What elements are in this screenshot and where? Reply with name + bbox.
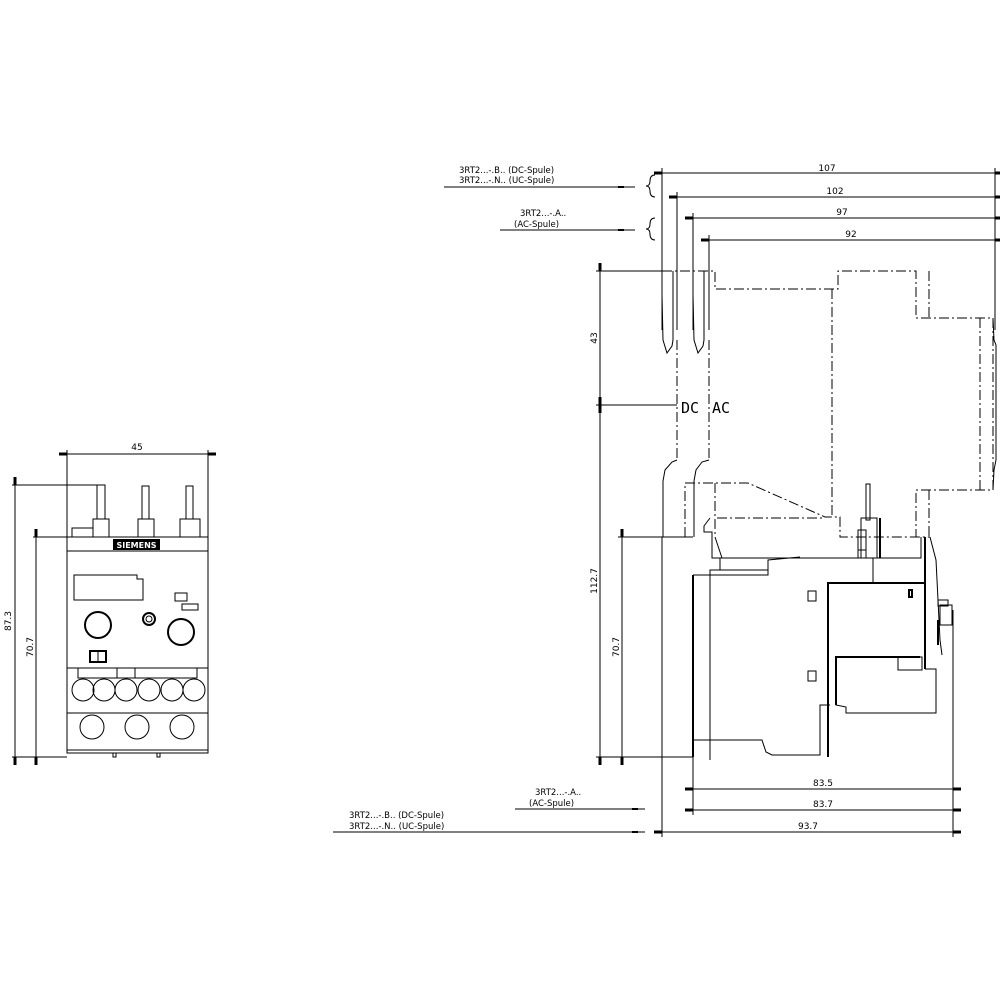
- dim-83-5: 83.5: [813, 779, 833, 789]
- top-notes: 3RT2...-.B.. (DC-Spule) 3RT2...-.N.. (UC…: [444, 166, 656, 241]
- dc-label: DC: [681, 399, 699, 417]
- note-ac-coil-code: 3RT2...-.A..: [520, 209, 566, 219]
- front-view: 45 87.3 70.7 SIEMENS: [4, 443, 216, 765]
- note-ac-coil: (AC-Spule): [514, 220, 559, 230]
- note-dc-coil: 3RT2...-.B.. (DC-Spule): [459, 166, 554, 176]
- side-dimensions-vertical: 43 112.7 70.7 DC AC: [590, 263, 730, 765]
- ac-label: AC: [712, 399, 730, 417]
- note-ac-coil-bottom: (AC-Spule): [529, 799, 574, 809]
- dim-83-7: 83.7: [813, 800, 833, 810]
- test-button: [142, 612, 156, 626]
- note-uc-coil-bottom: 3RT2...-.N.. (UC-Spule): [349, 822, 444, 832]
- dim-112-7: 112.7: [590, 568, 600, 594]
- reset-button: [84, 611, 112, 639]
- aux-terminal-screws: [71, 678, 206, 702]
- main-terminal-screws: [79, 714, 195, 740]
- siemens-logo-plate: [113, 539, 160, 550]
- note-uc-coil: 3RT2...-.N.. (UC-Spule): [459, 176, 554, 186]
- side-view-relay-body: [692, 483, 954, 837]
- dim-92: 92: [845, 230, 856, 240]
- siemens-logo: SIEMENS: [116, 541, 156, 550]
- width-dimension-label: 45: [131, 443, 142, 453]
- dim-97: 97: [836, 208, 847, 218]
- dim-43: 43: [590, 332, 600, 343]
- side-dimensions-top: 107 102 97 92: [654, 164, 1000, 330]
- terminal-posts: [71, 484, 201, 538]
- note-dc-coil-bottom: 3RT2...-.B.. (DC-Spule): [349, 811, 444, 821]
- dim-102: 102: [826, 187, 843, 197]
- side-view-contactor-outline: [661, 270, 997, 570]
- display-window: [73, 574, 144, 601]
- body-height-label: 70.7: [26, 637, 36, 657]
- total-height-label: 87.3: [4, 611, 14, 631]
- front-body: [66, 536, 209, 754]
- bottom-notes: 3RT2...-.A.. (AC-Spule) 3RT2...-.B.. (DC…: [333, 788, 645, 833]
- note-ac-coil-code-bottom: 3RT2...-.A..: [535, 788, 581, 798]
- dim-107: 107: [818, 164, 835, 174]
- side-dimensions-bottom: 83.5 83.7 93.7: [654, 537, 961, 837]
- setting-dial: [167, 618, 195, 646]
- dim-70-7-side: 70.7: [612, 637, 622, 657]
- dim-93-7: 93.7: [798, 822, 818, 832]
